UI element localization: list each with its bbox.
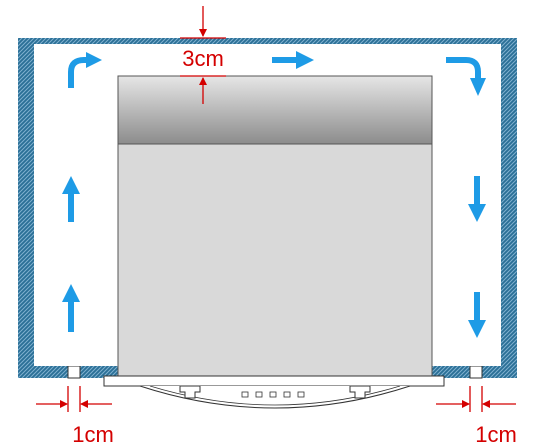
cabinet-top-wall xyxy=(18,38,517,44)
top-gap-label: 3cm xyxy=(182,46,224,71)
appliance-front-panel-inner-curve xyxy=(149,385,401,406)
control-knobs xyxy=(241,391,305,398)
knob-1 xyxy=(241,391,249,398)
knob-2 xyxy=(255,391,263,398)
airflow-arrow-right-bottom-down xyxy=(468,292,486,338)
cabinet-left-wall xyxy=(18,38,34,378)
airflow-arrow-top-right xyxy=(272,51,314,69)
airflow-arrow-left-middle-up xyxy=(62,176,80,222)
knob-3 xyxy=(269,391,277,398)
left-vent-gap xyxy=(67,365,81,379)
left-handle-bracket xyxy=(179,385,201,399)
appliance-top-panel xyxy=(117,75,433,145)
appliance-front-trim xyxy=(103,375,445,387)
left-gap-label: 1cm xyxy=(72,422,114,447)
appliance xyxy=(103,75,445,409)
cabinet-bottom-right-inner xyxy=(432,366,470,378)
airflow-arrows xyxy=(62,51,486,338)
right-vent-gap xyxy=(469,365,483,379)
left-gap-dimension: 1cm xyxy=(36,386,114,447)
right-handle-bracket xyxy=(349,385,371,399)
appliance-body xyxy=(117,143,433,377)
cabinet-right-wall xyxy=(501,38,517,378)
knob-4 xyxy=(283,391,291,398)
airflow-arrow-left-top-curve xyxy=(68,52,102,88)
right-gap-label: 1cm xyxy=(475,422,517,447)
knob-5 xyxy=(297,391,305,398)
airflow-arrow-left-bottom-up xyxy=(62,284,80,332)
airflow-arrow-right-top-curve xyxy=(446,57,486,96)
top-gap-dimension: 3cm xyxy=(180,6,226,104)
cabinet-bottom-left-inner xyxy=(80,366,118,378)
airflow-arrow-right-middle-down xyxy=(468,176,486,222)
cabinet-bottom-right-wall xyxy=(482,366,517,378)
right-gap-dimension: 1cm xyxy=(436,386,517,447)
cabinet-bottom-left-wall xyxy=(18,366,68,378)
